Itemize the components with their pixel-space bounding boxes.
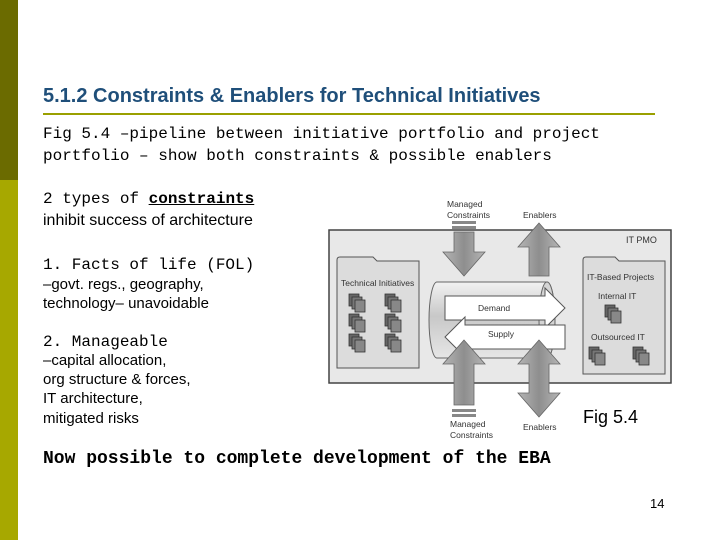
it-pmo-label: IT PMO bbox=[626, 235, 657, 245]
slide-title: 5.1.2 Constraints & Enablers for Technic… bbox=[43, 85, 541, 107]
enablers-top-label: Enablers bbox=[523, 210, 557, 220]
technical-initiatives-folder bbox=[336, 256, 420, 369]
it-based-projects-label: IT-Based Projects bbox=[587, 272, 654, 282]
item2-line3: org structure & forces, bbox=[43, 371, 191, 388]
outsourced-it-label: Outsourced IT bbox=[591, 332, 645, 342]
managed-constraints-top-line2: Constraints bbox=[447, 210, 490, 220]
enablers-top-arrow bbox=[517, 222, 561, 277]
left-accent-bar bbox=[0, 0, 18, 540]
demand-label: Demand bbox=[478, 303, 510, 313]
enablers-bottom-label: Enablers bbox=[523, 422, 557, 432]
managed-constraints-top-line1: Managed bbox=[447, 199, 483, 209]
managed-constraints-bottom-line1: Managed bbox=[450, 419, 486, 429]
item1-line2: –govt. regs., geography, bbox=[43, 276, 204, 293]
item1-line3: technology– unavoidable bbox=[43, 295, 209, 312]
left-accent-bar-dark bbox=[0, 0, 18, 180]
supply-label: Supply bbox=[488, 329, 515, 339]
item2-line5: mitigated risks bbox=[43, 410, 139, 427]
constraint-types-prefix: 2 types of bbox=[43, 190, 149, 208]
item2-line4: IT architecture, bbox=[43, 390, 143, 407]
technical-initiatives-label: Technical Initiatives bbox=[341, 278, 414, 288]
managed-constraints-bottom-arrow bbox=[442, 339, 486, 417]
constraint-types-line1: 2 types of constraints bbox=[43, 188, 254, 210]
fig-description-line1: Fig 5.4 –pipeline between initiative por… bbox=[43, 125, 600, 143]
pipeline-diagram: IT PMO Technical Initiatives IT-Based Pr… bbox=[328, 199, 672, 440]
item2-title: 2. Manageable bbox=[43, 333, 168, 351]
managed-constraints-top-arrow bbox=[442, 221, 486, 277]
managed-constraints-bottom-line2: Constraints bbox=[450, 430, 493, 440]
figure-caption: Fig 5.4 bbox=[583, 407, 639, 427]
item1-title: 1. Facts of life (FOL) bbox=[43, 256, 255, 274]
constraints-keyword: constraints bbox=[148, 190, 255, 208]
item2-line2: –capital allocation, bbox=[43, 352, 167, 369]
title-underline bbox=[43, 113, 655, 115]
internal-it-label: Internal IT bbox=[598, 291, 636, 301]
constraint-types-line2: inhibit success of architecture bbox=[43, 212, 253, 229]
conclusion-text: Now possible to complete development of … bbox=[43, 449, 551, 469]
enablers-bottom-arrow bbox=[517, 339, 561, 418]
page-number: 14 bbox=[650, 496, 665, 511]
it-based-projects-folder bbox=[582, 256, 666, 375]
fig-description-line2: portfolio – show both constraints & poss… bbox=[43, 147, 552, 165]
